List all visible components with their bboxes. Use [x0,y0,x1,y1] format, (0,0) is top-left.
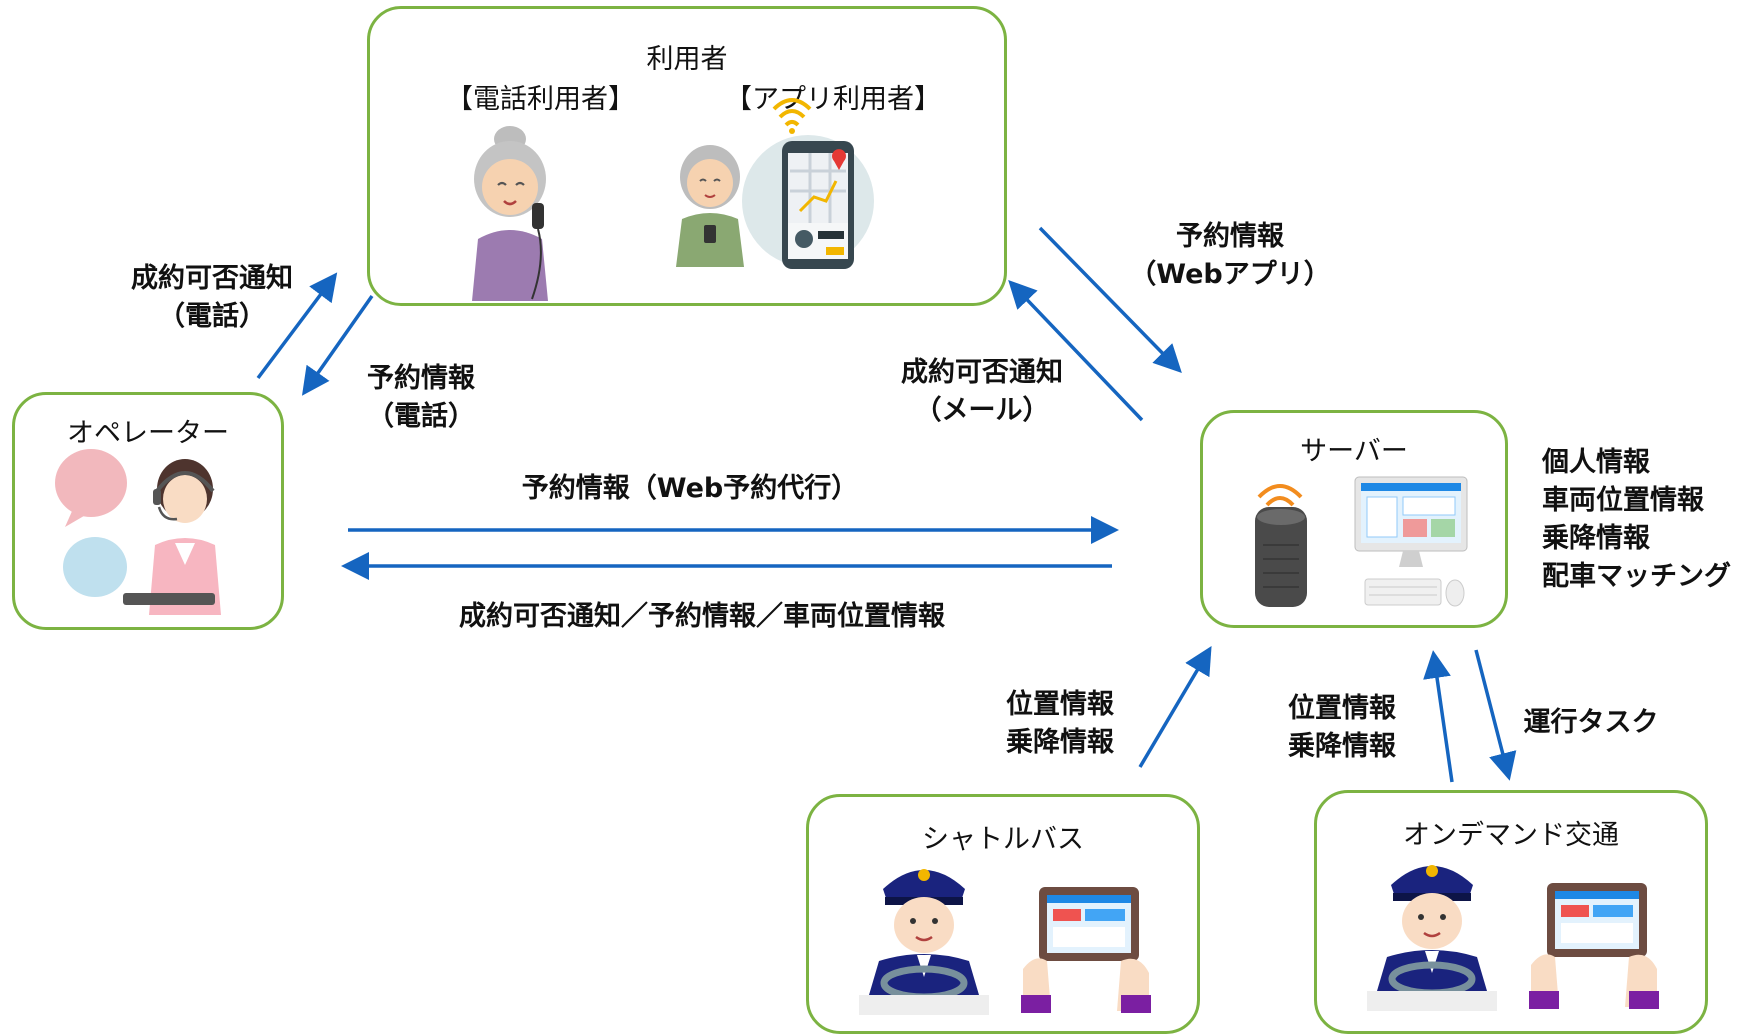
arrow-server-to-ondemand [1474,649,1517,781]
wifi-icon [772,98,812,134]
elderly-woman-smartphone-icon [676,145,744,267]
shuttle-box-title: シャトルバス [922,824,1084,855]
label-shuttle-to-server: 位置情報 乗降情報 [1006,689,1114,758]
phone-user-label: 【電話利用者】 [446,84,635,115]
app-user-label: 【アプリ利用者】 [725,84,941,115]
smart-speaker-icon [1255,507,1307,607]
elderly-woman-phone-icon [472,126,548,301]
smartphone-map-icon [742,135,874,269]
label-reserve-web-app: 予約情報 （Webアプリ） [1129,221,1331,290]
server-box: サーバー [1200,410,1508,628]
ondemand-box: オンデマンド交通 [1314,790,1708,1034]
arrow-ondemand-to-server [1423,650,1454,783]
label-notify-reserve-vehicle: 成約可否通知／予約情報／車両位置情報 [459,601,945,632]
shuttle-box: シャトルバス [806,794,1200,1034]
label-server-functions: 個人情報 車両位置情報 乗降情報 配車マッチング [1542,447,1731,592]
label-server-to-ondemand: 運行タスク [1523,707,1659,738]
user-box-title: 利用者 [646,44,728,75]
operator-box: オペレーター [12,392,284,630]
label-reserve-phone: 予約情報 （電話） [367,363,475,432]
operator-headset-icon [55,449,221,615]
arrow-shuttle-to-server [1138,645,1212,768]
label-notify-mail: 成約可否通知 （メール） [901,357,1063,426]
tablet-icon [1529,883,1659,1009]
bus-driver-icon [859,869,989,1015]
ondemand-box-title: オンデマンド交通 [1403,820,1619,851]
wifi-icon [1257,484,1303,507]
server-box-title: サーバー [1300,436,1408,467]
label-ondemand-to-server: 位置情報 乗降情報 [1288,693,1396,762]
label-notify-phone: 成約可否通知 （電話） [131,263,293,332]
label-reserve-web-proxy: 予約情報（Web予約代行） [521,473,859,504]
desktop-computer-icon [1354,476,1468,607]
user-box: 利用者 【電話利用者】 【アプリ利用者】 [367,6,1007,306]
bus-driver-icon [1367,865,1497,1011]
operator-box-title: オペレーター [67,418,229,449]
tablet-icon [1021,887,1151,1013]
